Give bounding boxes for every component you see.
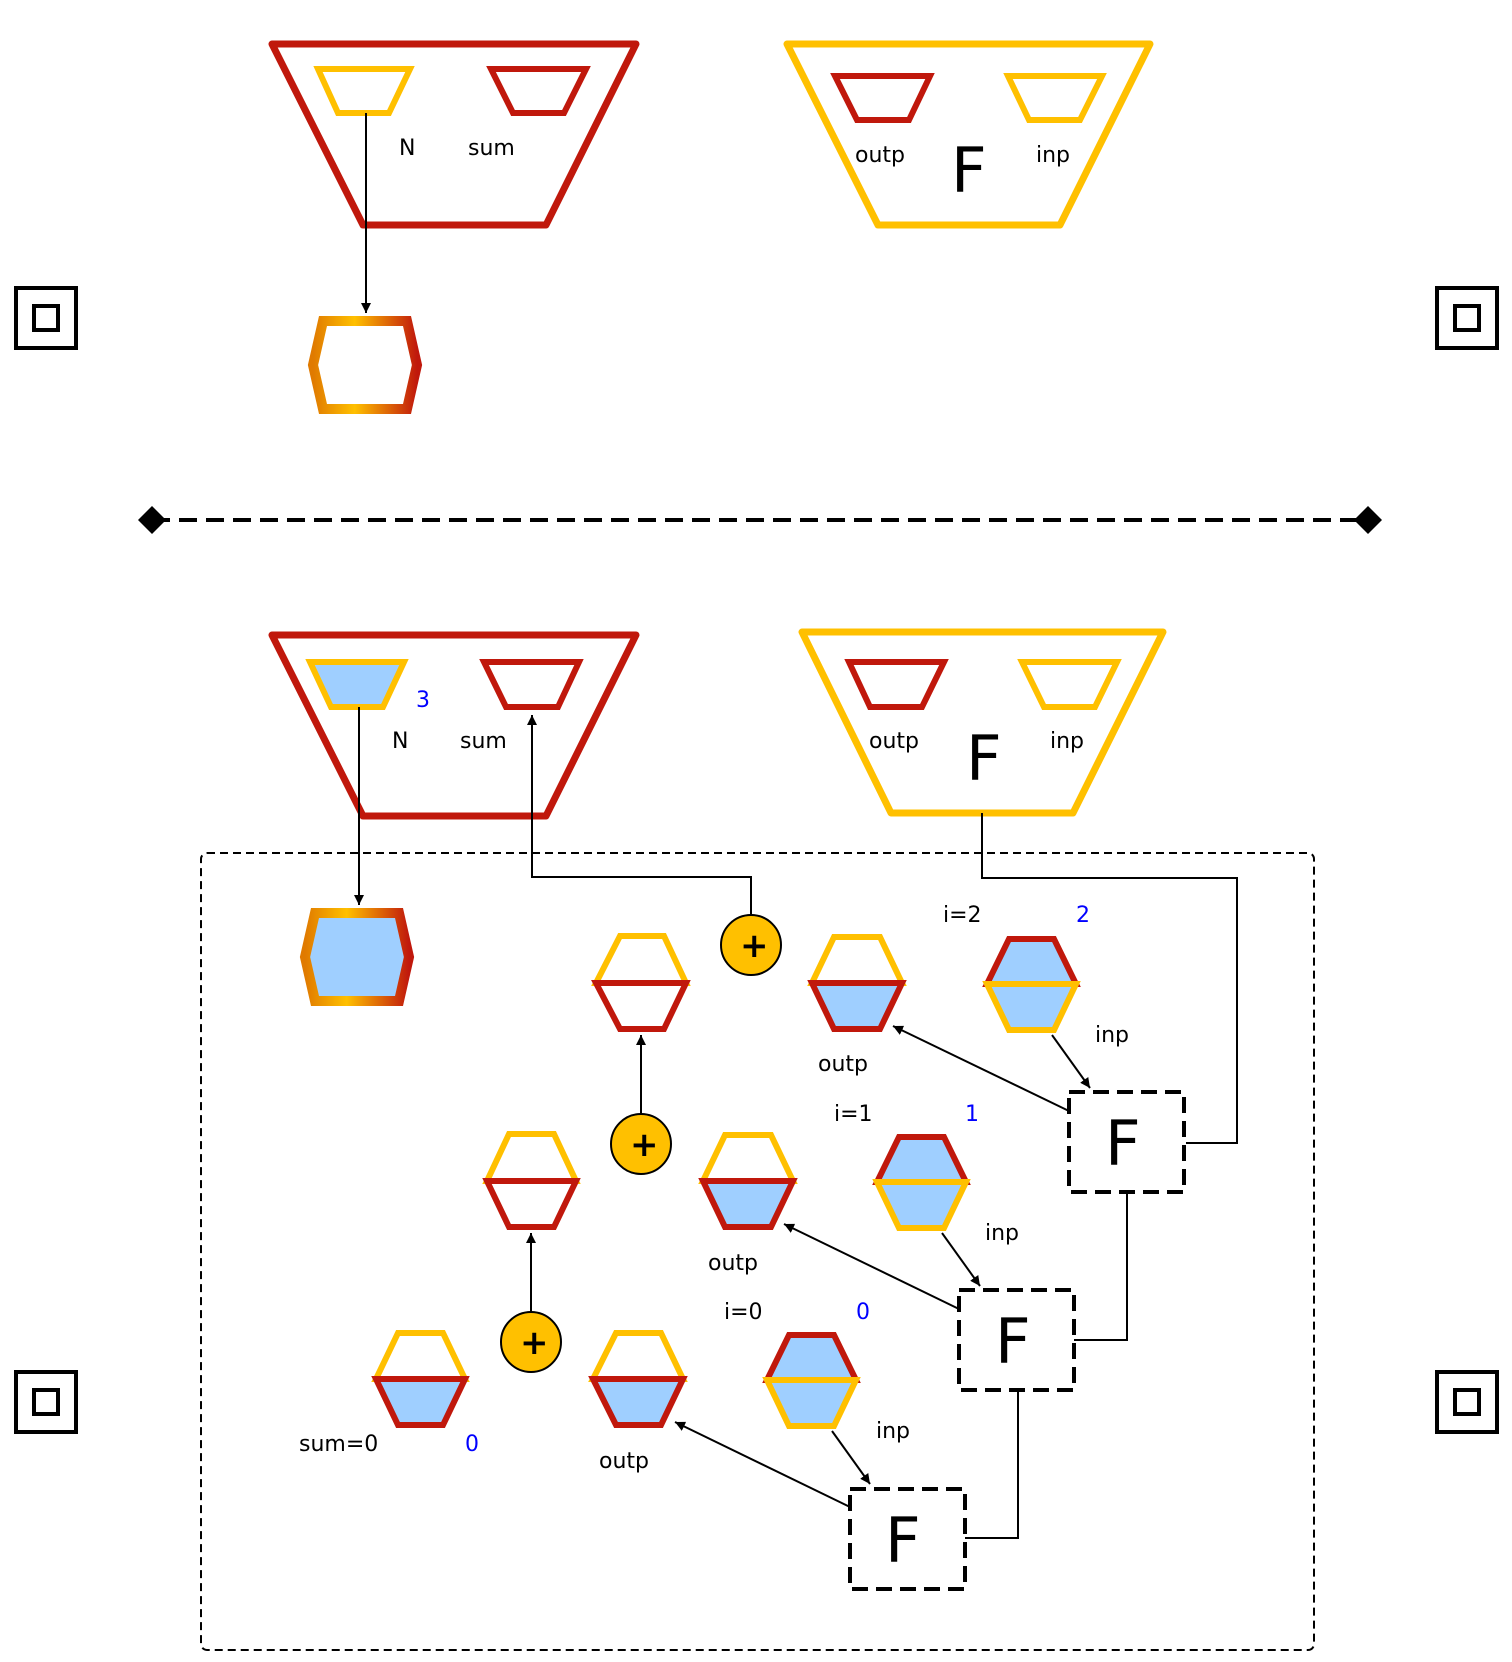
- iteration-2: i=2 2 inp outp F +: [591, 903, 1186, 1194]
- iter2-inp-label: inp: [1095, 1023, 1129, 1048]
- bottom-func-name: F: [966, 722, 1002, 795]
- iter1-value: 1: [965, 1102, 979, 1127]
- sum-initial: sum=0 0: [299, 1330, 479, 1457]
- bottom-main-trapezoid: [268, 631, 640, 820]
- top-hexagon: [307, 316, 423, 414]
- iteration-0: i=0 0 inp outp F +: [500, 1233, 1019, 1591]
- iter0-outp-arrow: [674, 1421, 851, 1508]
- iter1-sum-bottom: [482, 1178, 581, 1230]
- iter2-func-name: F: [1105, 1107, 1141, 1180]
- top-func-inp-slot: [1003, 73, 1107, 123]
- bottom-hexagon: [299, 908, 415, 1006]
- bottom-n-label: N: [392, 729, 408, 754]
- iter2-sum-top: [591, 933, 691, 986]
- iter0-inp-top: [762, 1332, 861, 1383]
- sum-init-value: 0: [465, 1432, 479, 1457]
- sum-init-label: sum=0: [299, 1432, 378, 1457]
- sum-init-bottom: [371, 1376, 470, 1428]
- iter0-value: 0: [856, 1300, 870, 1325]
- sum-init-top: [371, 1330, 470, 1382]
- iter0-chain-line: [965, 1390, 1019, 1539]
- top-n-label: N: [399, 136, 415, 161]
- top-func-inp-label: inp: [1036, 143, 1070, 168]
- iter1-func-box: [957, 1288, 1076, 1392]
- top-section: N sum outp inp F: [268, 40, 1154, 414]
- iter0-inp-label: inp: [876, 1419, 910, 1444]
- iter1-chain-line: [1074, 1192, 1128, 1341]
- iter2-outp-arrow: [892, 1025, 1070, 1112]
- corner-mark-top-left: [14, 286, 78, 350]
- iter0-outp-bottom: [588, 1376, 688, 1428]
- iter2-inp-top: [982, 936, 1081, 987]
- bottom-n-slot: [305, 659, 409, 710]
- iteration-1: i=1 1 inp outp F +: [482, 1035, 1128, 1392]
- top-sum-slot: [486, 66, 591, 116]
- loop-scope-box: [200, 852, 1315, 1651]
- bottom-n-value: 3: [416, 688, 430, 713]
- iter0-outp-label: outp: [599, 1449, 649, 1474]
- iter1-outp-bottom: [698, 1178, 798, 1230]
- iter0-outp-top: [588, 1330, 688, 1382]
- iter1-index-label: i=1: [834, 1102, 873, 1127]
- iter2-outp-label: outp: [818, 1052, 868, 1077]
- iter0-index-label: i=0: [724, 1300, 763, 1325]
- iter2-plus-node: [720, 914, 782, 976]
- bottom-func-outp-slot: [844, 659, 949, 710]
- top-func-name: F: [951, 134, 987, 207]
- iter2-index-label: i=2: [943, 903, 982, 928]
- iter1-func-name: F: [995, 1305, 1031, 1378]
- iter1-outp-arrow: [783, 1223, 960, 1310]
- bottom-section: 3 N sum outp inp F i=2 2 inp: [200, 628, 1315, 1651]
- iter2-outp-top: [807, 934, 907, 986]
- top-n-slot: [313, 66, 415, 116]
- corner-mark-bottom-left: [14, 1370, 78, 1434]
- bottom-func-trapezoid: [798, 628, 1167, 817]
- iter0-inp-bottom: [762, 1377, 861, 1429]
- iter2-value: 2: [1076, 903, 1090, 928]
- top-main-trapezoid: [268, 40, 640, 229]
- iter2-sum-bottom: [591, 980, 691, 1032]
- iter0-func-name: F: [885, 1504, 921, 1577]
- iter2-func-box: [1067, 1090, 1186, 1194]
- iter2-inp-arrow: [1051, 1034, 1091, 1089]
- corner-mark-bottom-right: [1435, 1370, 1499, 1434]
- iter2-plus-symbol: +: [740, 926, 769, 966]
- iter1-inp-top: [872, 1134, 971, 1185]
- corner-mark-top-right: [1435, 286, 1499, 350]
- top-sum-label: sum: [468, 136, 515, 161]
- iter1-outp-top: [698, 1132, 798, 1184]
- iter1-outp-label: outp: [708, 1251, 758, 1276]
- iter0-func-box: [848, 1487, 967, 1591]
- bottom-sum-slot: [479, 659, 584, 710]
- divider-right-diamond: [1354, 506, 1382, 534]
- section-divider: [138, 506, 1382, 534]
- top-func-trapezoid: [783, 40, 1154, 229]
- iter1-inp-arrow: [941, 1232, 981, 1287]
- iter1-inp-label: inp: [985, 1221, 1019, 1246]
- iter1-inp-bottom: [872, 1179, 971, 1231]
- iter2-inp-bottom: [982, 981, 1081, 1033]
- bottom-func-inp-label: inp: [1050, 729, 1084, 754]
- iter1-sum-top: [482, 1131, 581, 1184]
- bottom-func-outp-label: outp: [869, 729, 919, 754]
- iter2-outp-bottom: [807, 980, 907, 1032]
- top-func-outp-slot: [830, 73, 935, 123]
- iter0-inp-arrow: [831, 1430, 871, 1485]
- bottom-sum-label: sum: [460, 729, 507, 754]
- divider-left-diamond: [138, 506, 166, 534]
- bottom-func-inp-slot: [1017, 659, 1122, 710]
- iter1-plus-symbol: +: [630, 1125, 659, 1165]
- iter0-plus-symbol: +: [520, 1323, 549, 1363]
- sum-feedback-arrow: [527, 715, 752, 915]
- func-link-line: [981, 813, 1238, 1144]
- top-func-outp-label: outp: [855, 143, 905, 168]
